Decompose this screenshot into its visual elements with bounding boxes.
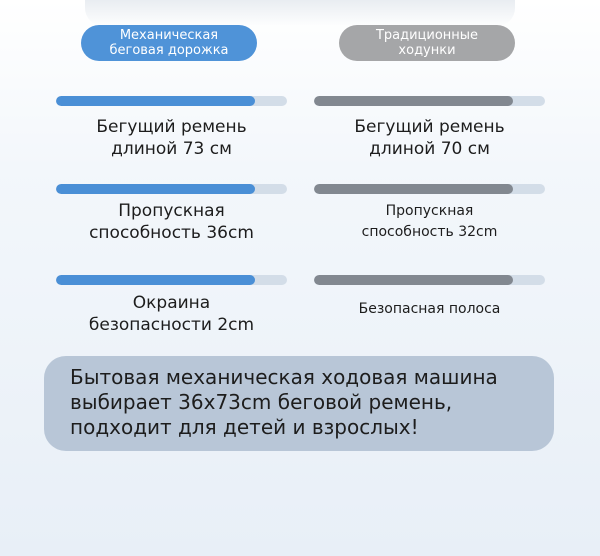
left-level-bar-2 [56,184,287,194]
left-row-1-label: Бегущий ремень длиной 73 см [96,117,247,159]
header-mechanical-treadmill: Механическая беговая дорожка [81,25,257,61]
left-row-2-label: Пропускная способность 36cm [89,201,254,243]
header-traditional-walker-label: Традиционные ходунки [375,28,479,58]
right-level-bar-3 [314,275,545,285]
header-mechanical-treadmill-label: Механическая беговая дорожка [109,28,229,58]
right-row-3-label: Безопасная полоса [358,301,501,317]
summary-banner-text: Бытовая механическая ходовая машина выби… [70,365,498,439]
right-level-bar-3-fill [314,275,513,285]
right-row-1-label: Бегущий ремень длиной 70 см [354,117,505,159]
left-level-bar-3-fill [56,275,255,285]
right-level-bar-1-fill [314,96,513,106]
right-level-bar-2-fill [314,184,513,194]
left-level-bar-1-fill [56,96,255,106]
left-level-bar-1 [56,96,287,106]
left-row-3-label: Окраина безопасности 2cm [88,293,255,335]
right-level-bar-1 [314,96,545,106]
top-decoration [85,0,515,26]
left-level-bar-3 [56,275,287,285]
left-level-bar-2-fill [56,184,255,194]
header-traditional-walker: Традиционные ходунки [339,25,515,61]
right-row-2-label: Пропускная способность 32cm [361,203,498,240]
summary-banner: Бытовая механическая ходовая машина выби… [44,356,554,451]
right-level-bar-2 [314,184,545,194]
